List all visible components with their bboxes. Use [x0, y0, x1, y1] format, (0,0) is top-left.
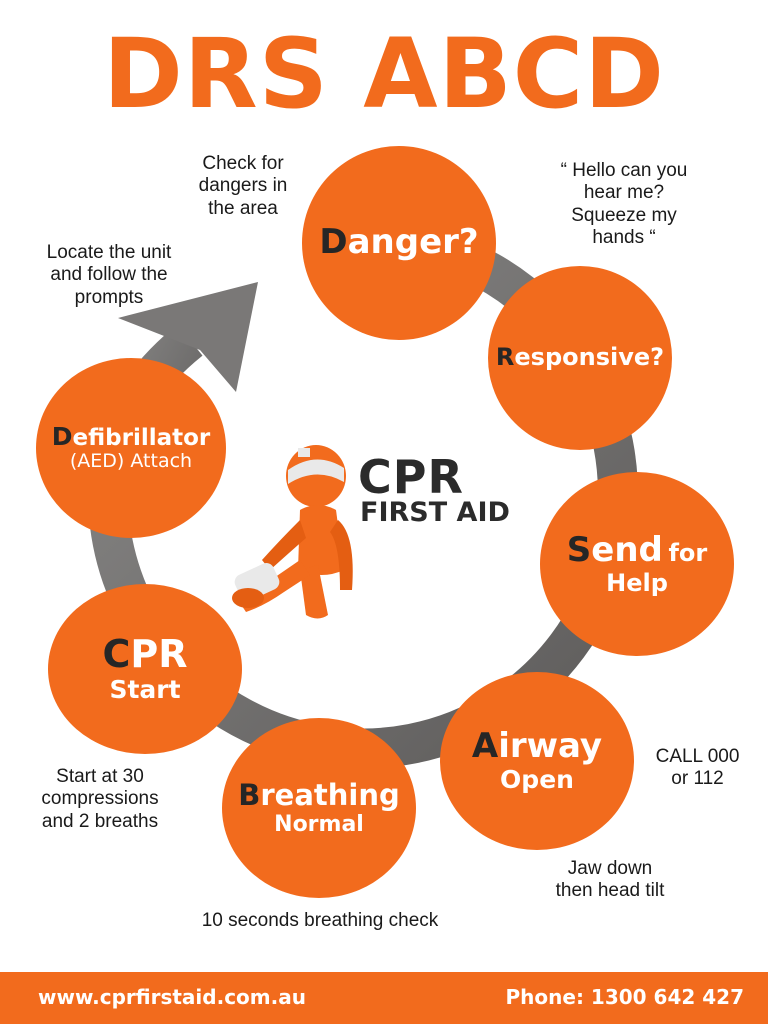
step-danger: Danger? — [302, 146, 496, 340]
page-title: DRS ABCD — [103, 18, 665, 130]
website-link[interactable]: www.cprfirstaid.com.au — [38, 985, 306, 1009]
arrow-head-icon — [118, 282, 258, 392]
step-danger-label: anger? — [347, 222, 479, 263]
step-airway: Airway Open — [440, 672, 634, 850]
step-defib-letter: D — [51, 421, 73, 451]
phone-number: Phone: 1300 642 427 — [505, 985, 745, 1009]
step-breathing-label: reathing — [260, 777, 400, 812]
step-send-help: Help — [606, 568, 668, 597]
step-cpr-start: Start — [109, 675, 181, 705]
step-airway-label: irway — [498, 726, 603, 767]
step-send: Send for Help — [540, 472, 734, 656]
step-defib-label: efibrillator — [72, 424, 211, 451]
step-responsive: Responsive? — [488, 266, 672, 450]
note-breathing: 10 seconds breathing check — [201, 910, 439, 931]
step-cpr: CPR Start — [48, 584, 242, 754]
step-breathing: Breathing Normal — [222, 718, 416, 898]
step-send-label: end — [591, 529, 663, 570]
step-send-letter: S — [566, 529, 592, 570]
step-defibrillator: Defibrillator (AED) Attach — [36, 358, 226, 538]
step-breathing-normal: Normal — [274, 812, 364, 838]
step-airway-letter: A — [471, 726, 499, 767]
step-breathing-letter: B — [238, 777, 261, 812]
logo-first-aid: FIRST AID — [360, 497, 510, 528]
step-send-for: for — [668, 538, 708, 567]
step-airway-open: Open — [500, 765, 574, 795]
step-responsive-letter: R — [495, 343, 515, 372]
step-responsive-label: esponsive? — [514, 343, 665, 372]
step-defib-attach: (AED) Attach — [69, 450, 193, 473]
first-aid-figure-icon — [232, 445, 353, 619]
step-cpr-letter: C — [102, 631, 131, 676]
footer-bar: www.cprfirstaid.com.au Phone: 1300 642 4… — [0, 972, 768, 1024]
logo-cpr: CPR — [358, 450, 464, 504]
step-cpr-label: PR — [130, 631, 188, 676]
step-danger-letter: D — [319, 222, 348, 263]
